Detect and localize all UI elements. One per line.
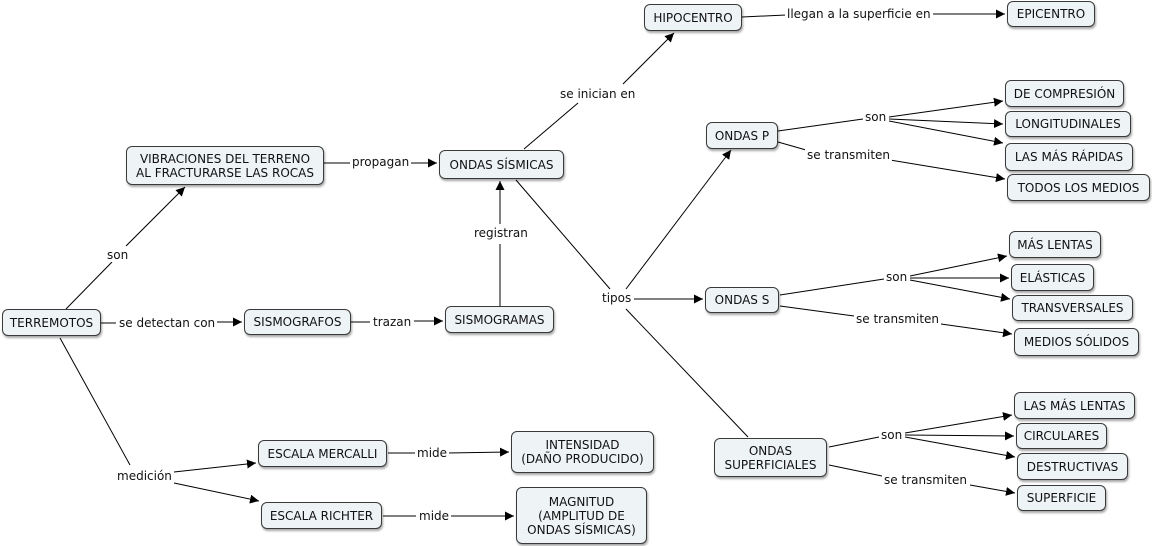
link-label-son-s: son — [884, 270, 910, 284]
link-label-se-detectan-con: se detectan con — [117, 316, 218, 330]
link-label-son-p: son — [863, 110, 889, 124]
concept-ondas-s[interactable]: ONDAS S — [705, 287, 779, 313]
link-label-son-sup: son — [879, 428, 905, 442]
link-label-se-transmiten-sup: se transmiten — [882, 473, 970, 487]
concept-sismografos[interactable]: SISMOGRAFOS — [244, 309, 351, 335]
concept-ondas-superficiales[interactable]: ONDAS SUPERFICIALES — [714, 438, 827, 477]
link-label-se-transmiten-s: se transmiten — [854, 312, 942, 326]
concept-ondas-sismicas[interactable]: ONDAS SÍSMICAS — [439, 150, 564, 179]
concept-circulares[interactable]: CIRCULARES — [1016, 423, 1107, 449]
concept-elasticas[interactable]: ELÁSTICAS — [1011, 264, 1094, 291]
link-label-registran: registran — [472, 226, 530, 240]
link-label-tipos: tipos — [600, 291, 634, 305]
concept-las-mas-rapidas[interactable]: LAS MÁS RÁPIDAS — [1005, 143, 1133, 171]
link-label-mide-mercalli: mide — [415, 446, 450, 460]
concept-escala-richter[interactable]: ESCALA RICHTER — [261, 502, 382, 529]
concept-epicentro[interactable]: EPICENTRO — [1007, 1, 1095, 27]
concept-longitudinales[interactable]: LONGITUDINALES — [1005, 111, 1131, 137]
concept-intensidad[interactable]: INTENSIDAD (DAÑO PRODUCIDO) — [511, 431, 654, 473]
concept-mas-lentas[interactable]: MÁS LENTAS — [1009, 231, 1101, 258]
link-label-se-inician-en: se inician en — [558, 87, 638, 101]
link-label-medicion: medición — [115, 469, 174, 483]
concept-transversales[interactable]: TRANSVERSALES — [1012, 295, 1133, 321]
concept-medios-solidos[interactable]: MEDIOS SÓLIDOS — [1014, 328, 1139, 356]
concept-terremotos[interactable]: TERREMOTOS — [2, 309, 101, 336]
concept-magnitud[interactable]: MAGNITUD (AMPLITUD DE ONDAS SÍSMICAS) — [516, 487, 647, 544]
concept-vibraciones[interactable]: VIBRACIONES DEL TERRENO AL FRACTURARSE L… — [126, 146, 324, 185]
concept-hipocentro[interactable]: HIPOCENTRO — [644, 4, 742, 31]
link-label-mide-richter: mide — [417, 509, 452, 523]
link-label-propagan: propagan — [350, 155, 412, 169]
concept-escala-mercalli[interactable]: ESCALA MERCALLI — [258, 440, 387, 467]
concept-las-mas-lentas[interactable]: LAS MÁS LENTAS — [1014, 392, 1135, 419]
link-label-trazan: trazan — [371, 315, 414, 329]
link-label-son: son — [105, 248, 131, 262]
link-label-llegan: llegan a la superficie en — [785, 7, 933, 21]
concept-de-compresion[interactable]: DE COMPRESIÓN — [1005, 80, 1124, 107]
concept-destructivas[interactable]: DESTRUCTIVAS — [1017, 453, 1128, 480]
concept-todos-los-medios[interactable]: TODOS LOS MEDIOS — [1007, 174, 1150, 201]
concept-ondas-p[interactable]: ONDAS P — [706, 122, 778, 149]
link-label-se-transmiten-p: se transmiten — [805, 148, 893, 162]
concept-superficie[interactable]: SUPERFICIE — [1017, 485, 1106, 511]
concept-sismogramas[interactable]: SISMOGRAMAS — [445, 306, 554, 333]
